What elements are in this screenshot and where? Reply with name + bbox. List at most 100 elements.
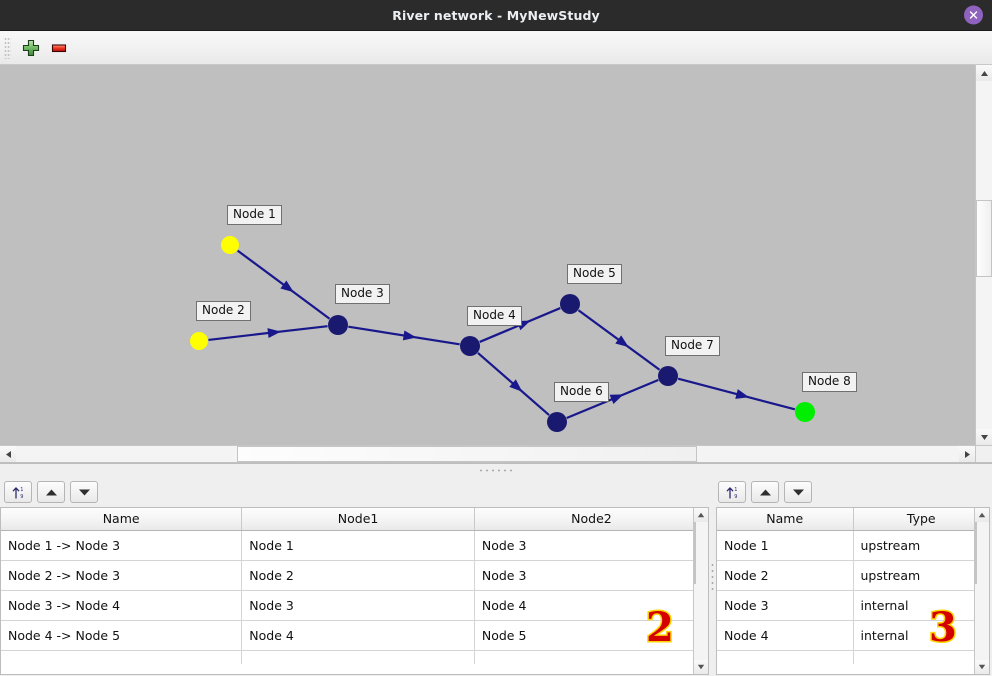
column-header-node2[interactable]: Node2 <box>474 508 708 531</box>
graph-node-label[interactable]: Node 8 <box>802 372 857 392</box>
reaches-vertical-scrollbar[interactable] <box>693 508 708 674</box>
canvas-hscroll-track[interactable] <box>16 446 959 462</box>
table-cell-empty <box>241 650 475 664</box>
graph-edge[interactable] <box>677 377 796 411</box>
column-header-node1[interactable]: Node1 <box>241 508 475 531</box>
table-cell[interactable]: Node 1 <box>241 530 475 561</box>
arrow-down-icon <box>792 489 804 495</box>
table-cell[interactable]: Node 3 <box>474 560 708 591</box>
chevron-left-icon <box>5 450 11 458</box>
table-cell[interactable]: Node 3 <box>717 590 854 621</box>
vertical-splitter[interactable] <box>710 477 714 676</box>
nodes-move-up-button[interactable] <box>751 481 779 503</box>
scroll-right-button[interactable] <box>959 446 975 462</box>
table-cell[interactable]: Node 4 <box>474 590 708 621</box>
graph-node[interactable] <box>190 332 208 350</box>
table-cell[interactable]: Node 3 <box>474 530 708 561</box>
reaches-scroll-up-button[interactable] <box>694 508 708 522</box>
graph-node[interactable] <box>328 315 348 335</box>
river-network-canvas[interactable]: Node 1 Node 2 Node 3 Node 4 Node 5 Node 6 Node… <box>0 65 992 463</box>
table-cell[interactable]: Node 2 <box>717 560 854 591</box>
table-cell[interactable]: Node 4 -> Node 5 <box>1 620 243 651</box>
table-cell[interactable]: Node 3 <box>241 590 475 621</box>
graph-node-label[interactable]: Node 6 <box>554 382 609 402</box>
canvas-horizontal-scrollbar[interactable] <box>0 445 975 462</box>
horizontal-splitter[interactable] <box>0 463 992 477</box>
table-cell[interactable]: Node 1 -> Node 3 <box>1 530 243 561</box>
column-header-name[interactable]: Name <box>717 508 854 531</box>
table-cell[interactable]: internal <box>853 620 989 651</box>
nodes-scroll-down-button[interactable] <box>975 660 989 674</box>
table-empty-row <box>1 650 708 664</box>
table-cell[interactable]: internal <box>853 590 989 621</box>
canvas-vscroll-thumb[interactable] <box>976 200 992 277</box>
table-cell[interactable]: Node 4 <box>717 620 854 651</box>
column-header-name[interactable]: Name <box>1 508 243 531</box>
graph-node-label[interactable]: Node 5 <box>567 264 622 284</box>
chevron-up-icon <box>978 512 986 518</box>
reaches-move-down-button[interactable] <box>70 481 98 503</box>
sort-ascending-icon: 1 9 <box>12 487 23 500</box>
table-cell[interactable]: Node 4 <box>241 620 475 651</box>
scroll-up-button[interactable] <box>976 65 992 81</box>
table-cell[interactable]: upstream <box>853 530 989 561</box>
table-cell[interactable]: Node 5 <box>474 620 708 651</box>
add-node-button[interactable] <box>17 34 45 62</box>
nodes-scroll-up-button[interactable] <box>975 508 989 522</box>
reaches-vscroll-track[interactable] <box>694 522 708 660</box>
graph-node[interactable] <box>221 236 239 254</box>
close-button[interactable] <box>964 5 983 25</box>
graph-node[interactable] <box>547 412 567 432</box>
canvas-viewport[interactable]: Node 1 Node 2 Node 3 Node 4 Node 5 Node 6 Node… <box>0 65 975 448</box>
delete-node-button[interactable] <box>45 34 73 62</box>
graph-node-label[interactable]: Node 1 <box>227 205 282 225</box>
column-header-type[interactable]: Type <box>853 508 989 531</box>
canvas-vscroll-track[interactable] <box>976 81 992 429</box>
table-cell[interactable]: Node 1 <box>717 530 854 561</box>
graph-node-label[interactable]: Node 3 <box>335 284 390 304</box>
toolbar-drag-handle[interactable] <box>4 36 11 59</box>
scroll-left-button[interactable] <box>0 446 16 462</box>
nodes-vscroll-thumb[interactable] <box>975 522 977 584</box>
main-toolbar <box>0 31 992 65</box>
nodes-vertical-scrollbar[interactable] <box>974 508 989 674</box>
close-icon <box>969 11 978 19</box>
nodes-vscroll-track[interactable] <box>975 522 989 660</box>
table-cell[interactable]: Node 2 -> Node 3 <box>1 560 243 591</box>
reaches-move-up-button[interactable] <box>37 481 65 503</box>
reaches-scroll-down-button[interactable] <box>694 660 708 674</box>
graph-node-label[interactable]: Node 7 <box>665 336 720 356</box>
reaches-vscroll-thumb[interactable] <box>694 522 696 584</box>
graph-node[interactable] <box>795 402 815 422</box>
table-cell-empty <box>717 650 854 664</box>
graph-node-label[interactable]: Node 4 <box>467 306 522 326</box>
graph-node[interactable] <box>658 366 678 386</box>
table-cell[interactable]: Node 2 <box>241 560 475 591</box>
graph-node[interactable] <box>460 336 480 356</box>
table-cell[interactable]: upstream <box>853 560 989 591</box>
canvas-vertical-scrollbar[interactable] <box>975 65 992 445</box>
scroll-down-button[interactable] <box>976 429 992 445</box>
nodes-move-down-button[interactable] <box>784 481 812 503</box>
nodes-sort-button[interactable]: 1 9 <box>718 481 746 503</box>
table-cell[interactable]: Node 3 -> Node 4 <box>1 590 243 621</box>
canvas-hscroll-thumb[interactable] <box>237 446 697 462</box>
graph-node-label[interactable]: Node 2 <box>196 301 251 321</box>
reaches-sort-button[interactable]: 1 9 <box>4 481 32 503</box>
graph-node[interactable] <box>560 294 580 314</box>
